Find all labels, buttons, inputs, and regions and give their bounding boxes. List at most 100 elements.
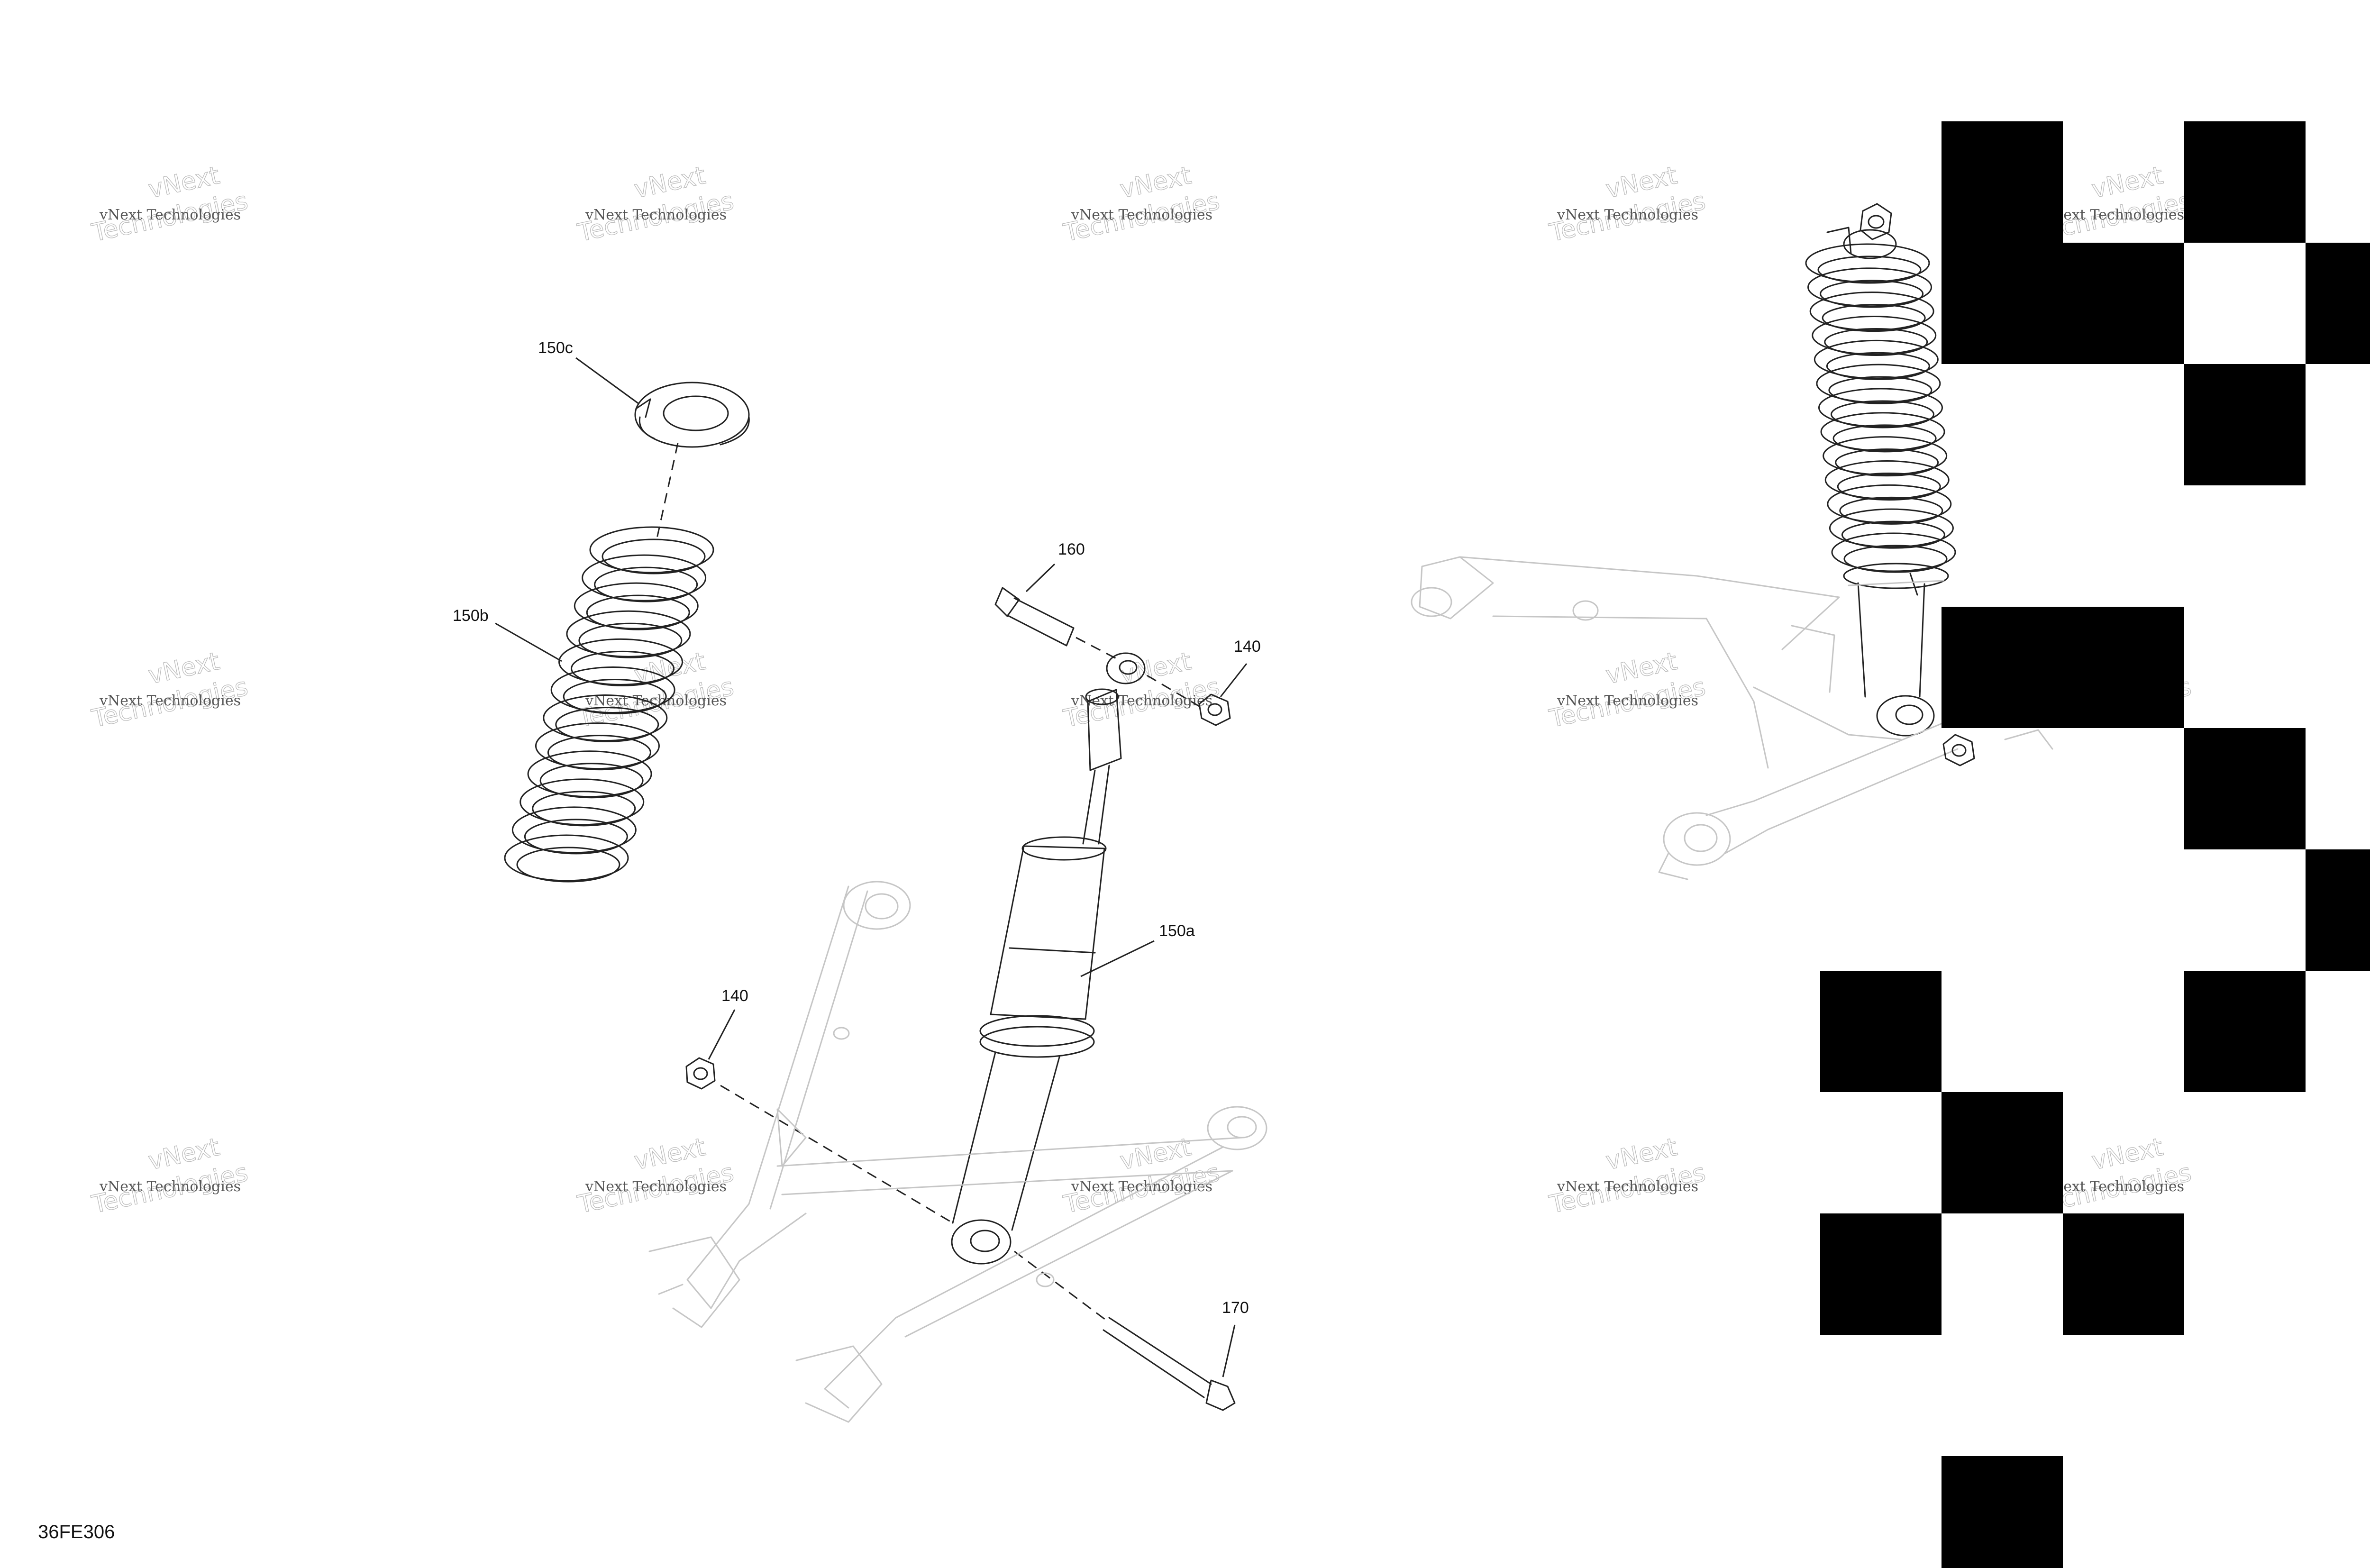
watermark-text: vNext Technologies <box>1071 207 1212 223</box>
callout-150a: 150a <box>1159 922 1195 940</box>
coil-spring <box>504 526 714 883</box>
spring-coil-inner <box>563 678 667 714</box>
assembled-nut <box>1942 734 1975 766</box>
watermark-text: vNext Technologies <box>1071 693 1212 709</box>
spring-coil-inner <box>594 566 698 602</box>
spring-coil-inner <box>555 707 659 743</box>
spring-coil <box>1823 436 1948 476</box>
spring-coil <box>574 582 699 629</box>
assembled-shock-lower <box>1843 563 1949 737</box>
spring-seat <box>634 382 750 448</box>
spring-coil <box>535 722 660 770</box>
redaction-block <box>2184 971 2306 1092</box>
spring-coil <box>1816 364 1941 403</box>
spring-coil-inner <box>1826 352 1930 380</box>
spring-coil-inner <box>602 538 706 574</box>
spring-coil-inner <box>578 622 683 658</box>
spring-coil <box>1807 267 1932 307</box>
leader-lines <box>495 357 1248 1377</box>
watermark-text: vNext Technologies <box>1557 207 1698 223</box>
spring-coil-inner <box>1828 376 1932 404</box>
callout-170: 170 <box>1222 1299 1249 1317</box>
spring-coil-inner <box>1841 520 1945 549</box>
watermark-text: vNext Technologies <box>99 693 241 709</box>
watermark-text: vNext Technologies <box>1557 693 1698 709</box>
spring-coil <box>1812 316 1937 355</box>
spring-coil <box>566 610 691 657</box>
watermark-text: vNext Technologies <box>585 207 727 223</box>
redaction-block <box>1942 243 2184 364</box>
spring-coil-inner <box>1835 448 1939 477</box>
spring-coil-inner <box>539 763 644 799</box>
callout-150b: 150b <box>453 607 489 625</box>
spring-coil <box>543 694 668 742</box>
redaction-block <box>1820 971 1942 1092</box>
watermark-text: vNext Technologies <box>2042 1178 2184 1195</box>
spring-coil-inner <box>1820 280 1924 308</box>
callout-140-top: 140 <box>1234 638 1261 656</box>
bolt-160 <box>994 587 1075 647</box>
redaction-block <box>1942 1092 2063 1213</box>
spring-coil-inner <box>571 650 675 686</box>
bolt-160-guide <box>1076 637 1119 661</box>
spring-coil <box>1827 484 1952 524</box>
spring-coil-inner <box>1822 304 1926 332</box>
spring-coil-inner <box>586 594 690 630</box>
spring-coil-inner <box>1832 424 1937 453</box>
spring-coil-inner <box>1843 545 1948 573</box>
spring-coil-inner <box>516 847 620 883</box>
assembled-view <box>1826 203 1897 259</box>
redaction-block <box>2306 849 2370 971</box>
spring-coil <box>550 666 675 713</box>
assembled-swing-arm <box>1411 556 2058 880</box>
spring-coil <box>1814 339 1939 379</box>
callout-150c: 150c <box>538 339 573 357</box>
spring-coil <box>582 554 707 602</box>
spring-coil <box>1820 412 1945 452</box>
watermark-text: vNext Technologies <box>2042 207 2184 223</box>
watermark-text: vNext Technologies <box>1557 1178 1698 1195</box>
spring-coil <box>1818 388 1943 428</box>
redaction-block <box>2184 364 2306 485</box>
redaction-block <box>2306 243 2370 364</box>
spring-coil <box>1829 508 1954 548</box>
spring-coil <box>1831 532 1956 572</box>
redaction-block <box>1942 607 2184 728</box>
nut-140-left-guide <box>720 1085 953 1224</box>
drawing-code: 36FE306 <box>38 1522 115 1542</box>
watermark-text: vNext Technologies <box>99 1178 241 1195</box>
bolt-170-guide <box>1014 1250 1110 1323</box>
seat-guide-line <box>656 443 679 541</box>
spring-coil-inner <box>1837 473 1941 501</box>
spring-coil-inner <box>532 791 636 827</box>
assembled-spring <box>1805 243 1956 573</box>
watermark-text: vNext Technologies <box>1071 1178 1212 1195</box>
redaction-block <box>2063 1213 2184 1335</box>
callout-160: 160 <box>1058 540 1085 558</box>
spring-coil <box>504 834 629 882</box>
swing-arm-left <box>648 881 1267 1423</box>
watermark-text: vNext Technologies <box>585 1178 727 1195</box>
spring-coil-inner <box>1839 496 1943 525</box>
spring-coil <box>511 806 637 854</box>
spring-coil <box>589 526 714 574</box>
spring-coil <box>558 638 684 685</box>
watermark-text: vNext Technologies <box>99 207 241 223</box>
nut-140-left <box>685 1057 716 1090</box>
spring-coil-inner <box>1817 255 1922 284</box>
nut-140-top-guide <box>1147 675 1200 707</box>
spring-coil <box>527 750 652 798</box>
nut-140-top <box>1198 693 1231 726</box>
redaction-block <box>1942 1456 2063 1568</box>
redaction-block <box>2184 121 2306 243</box>
spring-coil-inner <box>1831 400 1934 428</box>
